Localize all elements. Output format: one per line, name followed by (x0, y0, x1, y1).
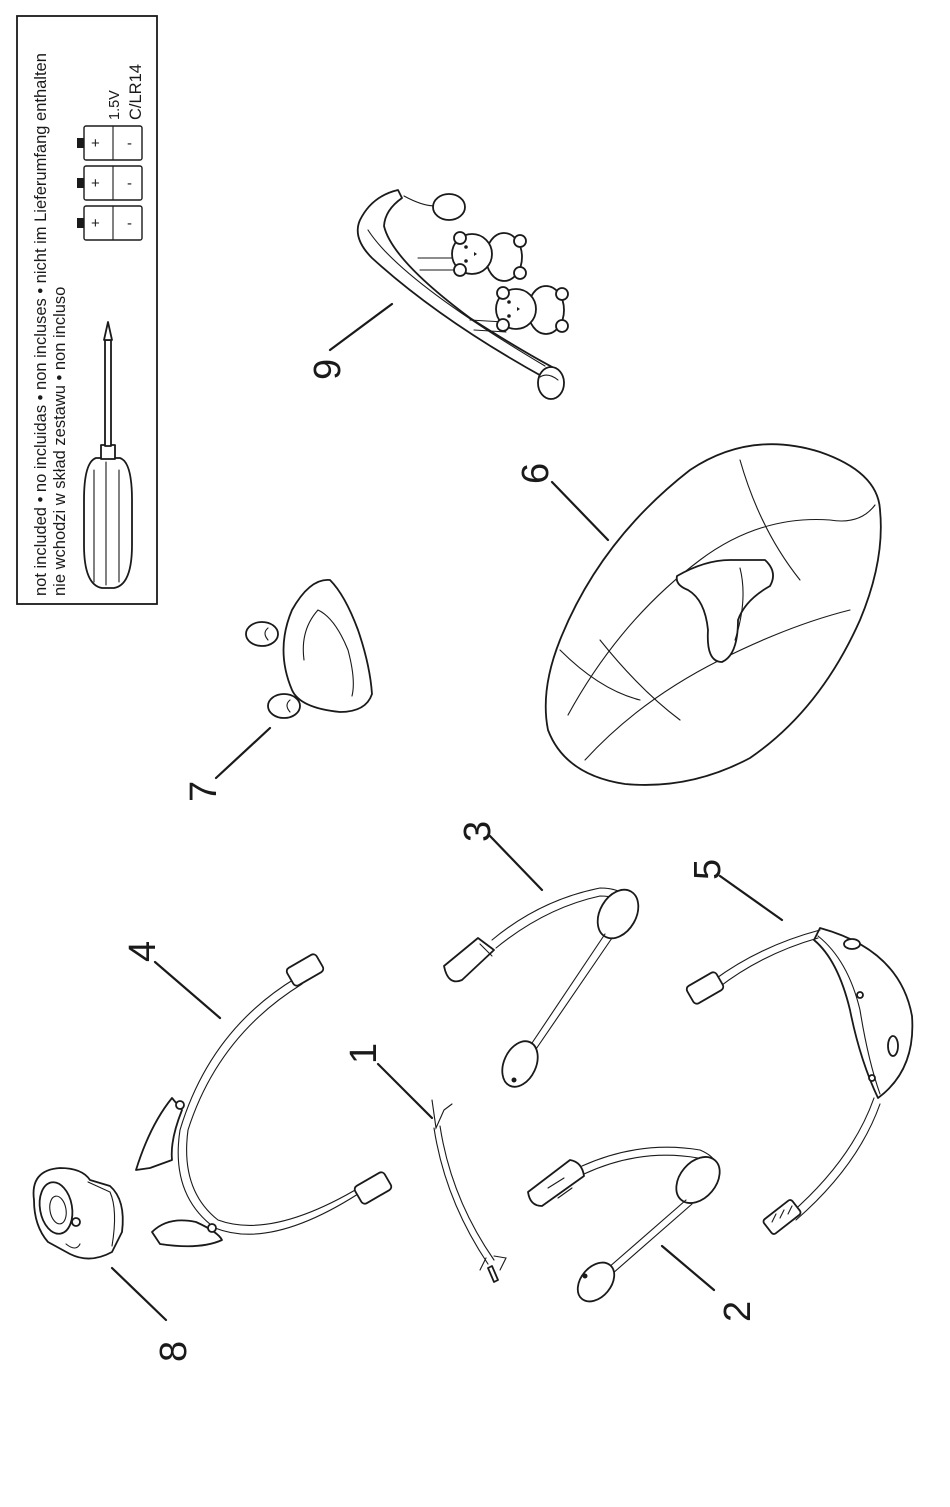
label-part-1: 1 (343, 1043, 385, 1064)
battery-plus-2: + (91, 175, 100, 192)
battery-minus-1: - (127, 215, 132, 232)
label-part-4: 4 (122, 941, 164, 962)
part-2-backrest-wire (528, 1147, 729, 1308)
label-part-6: 6 (515, 463, 557, 484)
notice-line-2: nie wchodzi w skład zestawu • non inclus… (51, 287, 69, 596)
bear-toy-icon-1 (452, 232, 526, 281)
label-part-5: 5 (687, 859, 729, 880)
battery-icon-2: + - (77, 166, 142, 200)
battery-type: C/LR14 (127, 64, 145, 120)
battery-voltage: 1.5V (107, 90, 123, 120)
label-part-2: 2 (717, 1301, 759, 1322)
battery-plus-1: + (91, 215, 100, 232)
part-4-front-leg-frame (136, 953, 393, 1246)
not-included-box: not included • no incluidas • non inclus… (17, 16, 157, 604)
part-1-seat-wire (432, 1100, 506, 1282)
battery-icon-3: + - (77, 126, 142, 160)
part-7-head-support (246, 580, 372, 718)
battery-icon-1: + - (77, 206, 142, 240)
battery-minus-2: - (127, 175, 132, 192)
label-part-9: 9 (307, 359, 349, 380)
part-5-rear-leg-frame (685, 928, 912, 1235)
part-9-toy-bar (358, 190, 568, 399)
notice-line-1: not included • no incluidas • non inclus… (32, 53, 50, 596)
battery-plus-3: + (91, 135, 100, 152)
label-part-8: 8 (153, 1341, 195, 1362)
battery-minus-3: - (127, 135, 132, 152)
leader-lines (112, 304, 782, 1320)
part-6-seat-pad (546, 444, 881, 785)
label-part-3: 3 (457, 821, 499, 842)
bear-toy-icon-2 (496, 286, 568, 334)
part-8-motor-unit (34, 1168, 123, 1259)
part-3-frame-wire (444, 882, 647, 1092)
label-part-7: 7 (183, 781, 225, 802)
